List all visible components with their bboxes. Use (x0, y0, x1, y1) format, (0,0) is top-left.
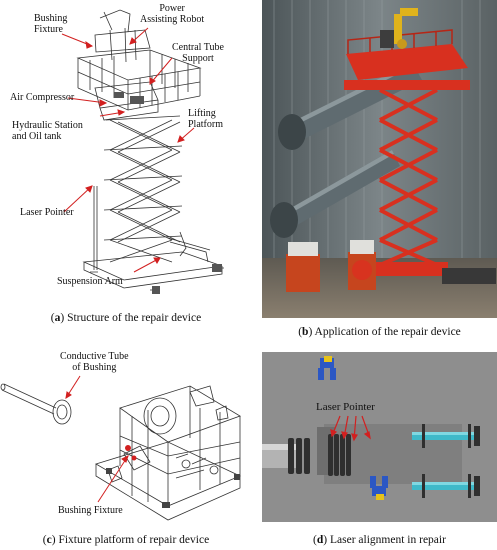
label-laser-pointer: Laser Pointer (20, 207, 74, 218)
caption-a: (a) Structure of the repair device (50, 312, 202, 324)
structure-line-drawing (61, 9, 224, 294)
label-air-compressor: Air Compressor (10, 92, 75, 103)
label-power-assisting-robot: Power Assisting Robot (140, 3, 205, 25)
panel-c-fixture-drawing: Conductive Tube of Bushing Bushing Fixtu… (0, 346, 252, 526)
panel-a-structure-drawing: Bushing Fixture Power Assisting Robot Ce… (0, 0, 252, 305)
panel-b-photo (262, 0, 497, 318)
caption-d: (d) Laser alignment in repair (313, 534, 446, 546)
label-bushing-fixture: Bushing Fixture (34, 13, 68, 35)
label-c-bushing-fixture: Bushing Fixture (58, 505, 123, 516)
photo-illustration (262, 0, 497, 318)
label-d-laser-pointer: Laser Pointer (316, 401, 375, 413)
caption-c: (c) Fixture platform of repair device (42, 534, 210, 546)
caption-b: (b) Application of the repair device (298, 326, 461, 338)
label-lifting-platform: Lifting Platform (188, 108, 223, 130)
label-hydraulic-station: Hydraulic Station and Oil tank (12, 120, 83, 142)
label-conductive-tube: Conductive Tube of Bushing (60, 351, 129, 373)
fixture-line-drawing (0, 375, 241, 521)
label-suspension-arm: Suspension Arm (57, 276, 123, 287)
panel-d-simulation: Laser Pointer (262, 352, 497, 522)
label-central-tube-support: Central Tube Support (172, 42, 224, 64)
simulation-illustration (262, 352, 497, 522)
